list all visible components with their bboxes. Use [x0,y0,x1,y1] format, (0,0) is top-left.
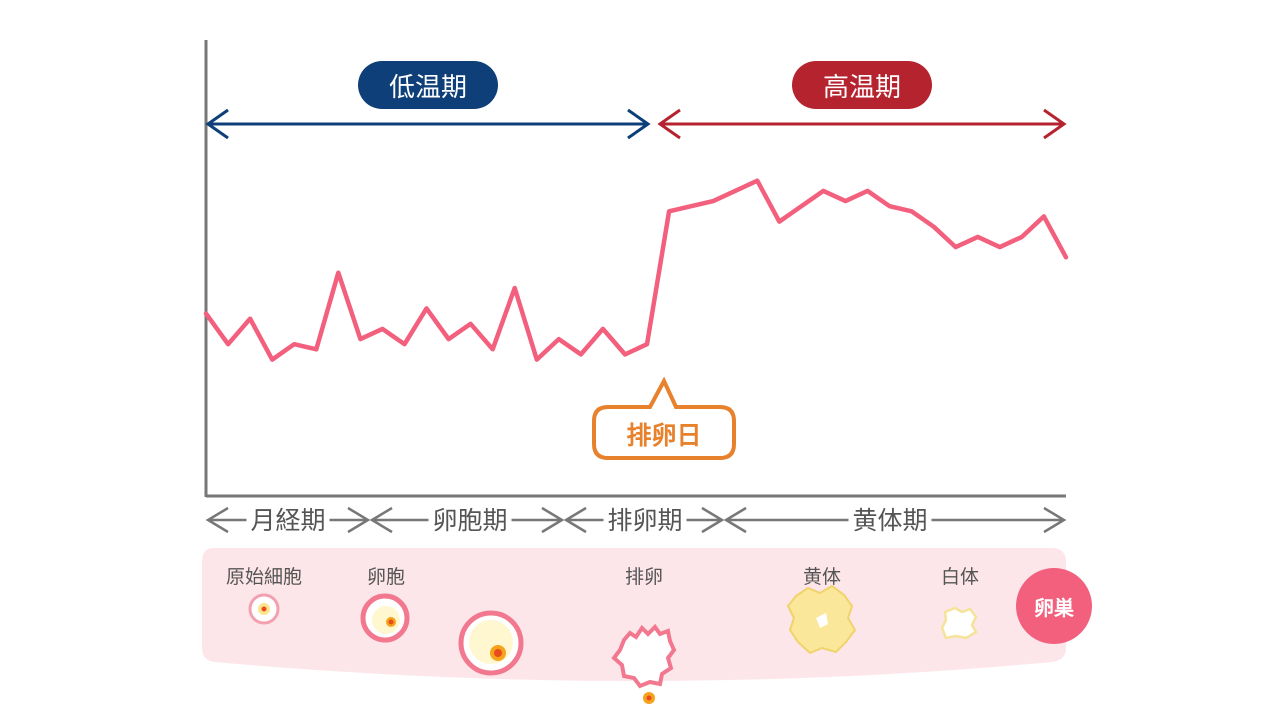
ovulatory-phase-label: 排卵期 [603,503,687,539]
primordial-follicle-label: 原始細胞 [225,566,303,588]
temperature-series [203,178,1069,362]
high-temp-arrow [657,108,1067,140]
menstrual-phase-label: 月経期 [246,503,330,539]
follicular-phase-label: 卵胞期 [428,503,512,539]
low-temp-arrow [205,108,651,140]
high-temp-phase-label: 高温期 [792,61,932,109]
follicle-label: 卵胞 [366,566,406,588]
temperature-line [203,178,1069,362]
corpus-albicans-label: 白体 [940,566,980,588]
low-temp-phase-label: 低温期 [358,61,498,109]
corpus-albicans-illustration [940,606,978,640]
corpus-luteum-illustration [786,584,857,655]
ovary-badge: 卵巣 [1016,568,1092,644]
follicle-illustration [360,593,410,643]
luteal-phase-label: 黄体期 [848,503,932,539]
corpus-luteum-label: 黄体 [802,566,842,588]
ovulation-day-callout [592,376,736,460]
mature-follicle-illustration [458,610,524,676]
ovary-band [202,548,1066,681]
ovulation-illustration [611,623,677,704]
ovulation-day-label: 排卵日 [626,421,702,450]
ovulation-label: 排卵 [624,566,664,588]
primordial-follicle-illustration [248,593,280,625]
